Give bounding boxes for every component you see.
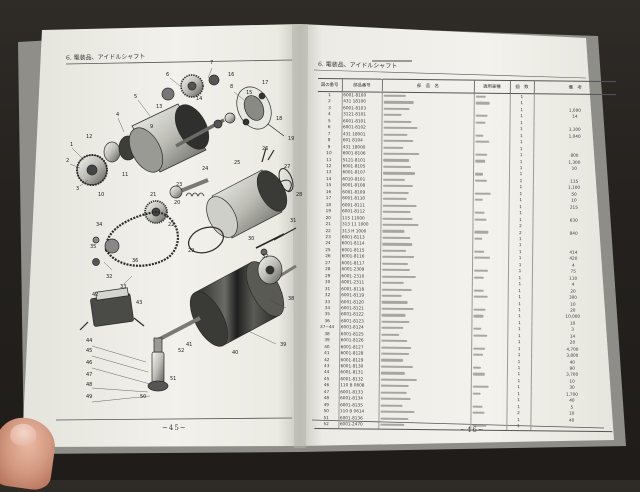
callout-number: 11 [122,172,128,178]
callout-number: 34 [96,222,102,228]
callout-number: 31 [290,218,296,224]
leader-lines [69,67,287,403]
callout-number: 27 [284,164,290,170]
end-cover [236,86,285,137]
callout-number: 49 [86,394,92,400]
callout-number: 30 [248,236,254,242]
callout-number: 48 [86,382,92,388]
bolts-washers [92,227,297,266]
callout-number: 46 [86,360,92,366]
part-number: 6001-2470 [338,421,379,429]
callout-number: 17 [262,80,268,86]
callout-number: 22 [168,222,174,228]
photo-scene: 1234567891011121314151617181920212223242… [18,24,626,454]
item-number: 52 [314,421,339,429]
callout-number: 10 [98,192,104,198]
column-header: 備 考 [533,80,616,95]
callout-number: 16 [228,72,234,78]
callout-number: 37 [262,254,268,260]
callout-number: 44 [86,338,92,344]
callout-number: 38 [288,296,294,302]
callout-number: 1 [70,142,73,148]
left-footer-rule [55,417,293,421]
callout-number: 52 [178,348,184,354]
callout-number: 12 [86,134,92,140]
remarks [530,423,613,432]
model-illegible [470,422,507,431]
callout-number: 39 [280,342,286,348]
part-name-illegible [378,421,471,430]
callout-number: 6 [166,72,169,78]
callout-number: 33 [120,284,126,290]
idle-shaft [175,112,236,148]
armature [153,255,297,347]
callout-number: 3 [76,186,79,192]
column-header: 適用車種 [473,80,510,94]
snap-ring [278,168,294,192]
drive-gear [161,74,220,101]
callout-labels: 1234567891011121314151617181920212223242… [66,60,302,400]
column-header: 部品番号 [341,78,382,93]
right-heading-rule [313,69,587,79]
callout-number: 32 [106,274,112,280]
left-page-number: ~45~ [162,424,187,432]
column-header: 部 品 名 [381,79,474,94]
callout-number: 13 [156,104,162,110]
callout-number: 51 [170,376,176,382]
callout-number: 50 [140,394,146,400]
chain-sprocket [104,200,180,267]
generator-housing [128,103,210,173]
callout-number: 43 [136,300,142,306]
callout-number: 2 [66,158,69,164]
thumbnail [9,422,38,448]
callout-number: 14 [196,96,202,102]
callout-number: 25 [234,160,240,166]
voltage-regulator [79,287,145,331]
callout-number: 7 [210,60,213,66]
callout-number: 18 [276,116,282,122]
terminal-post [147,337,169,392]
exploded-view-drawing [69,67,297,403]
callout-number: 28 [296,192,302,198]
callout-number: 40 [232,350,238,356]
quantity: 1 [506,423,531,431]
right-header-strokes [372,60,412,62]
callout-number: 21 [150,192,156,198]
callout-number: 26 [262,146,268,152]
callout-number: 4 [116,112,119,118]
right-footer-rule [311,419,605,429]
callout-number: 20 [174,200,180,206]
starter-motor [206,147,292,239]
callout-number: 41 [186,342,192,348]
right-page [300,24,614,446]
o-ring [187,226,225,254]
kick-shaft [169,178,209,199]
callout-number: 35 [90,244,96,250]
callout-number: 23 [176,182,182,188]
callout-number: 19 [288,136,294,142]
callout-number: 29 [188,248,194,254]
callout-number: 8 [230,84,233,90]
callout-number: 45 [86,348,92,354]
callout-number: 15 [246,90,252,96]
spine-shadow [292,24,308,448]
callout-number: 47 [86,372,92,378]
callout-number: 9 [150,124,153,130]
callout-number: 5 [134,94,137,100]
column-header: 図の番号 [317,78,342,92]
callout-number: 42 [92,292,98,298]
left-heading-rule [65,59,293,65]
column-header: 個 数 [509,80,534,94]
left-page-heading: 6. 電装品、アイドルシャフト [65,53,146,62]
callout-number: 24 [202,166,208,172]
callout-number: 36 [132,258,138,264]
right-page-number: ~46~ [460,426,485,434]
